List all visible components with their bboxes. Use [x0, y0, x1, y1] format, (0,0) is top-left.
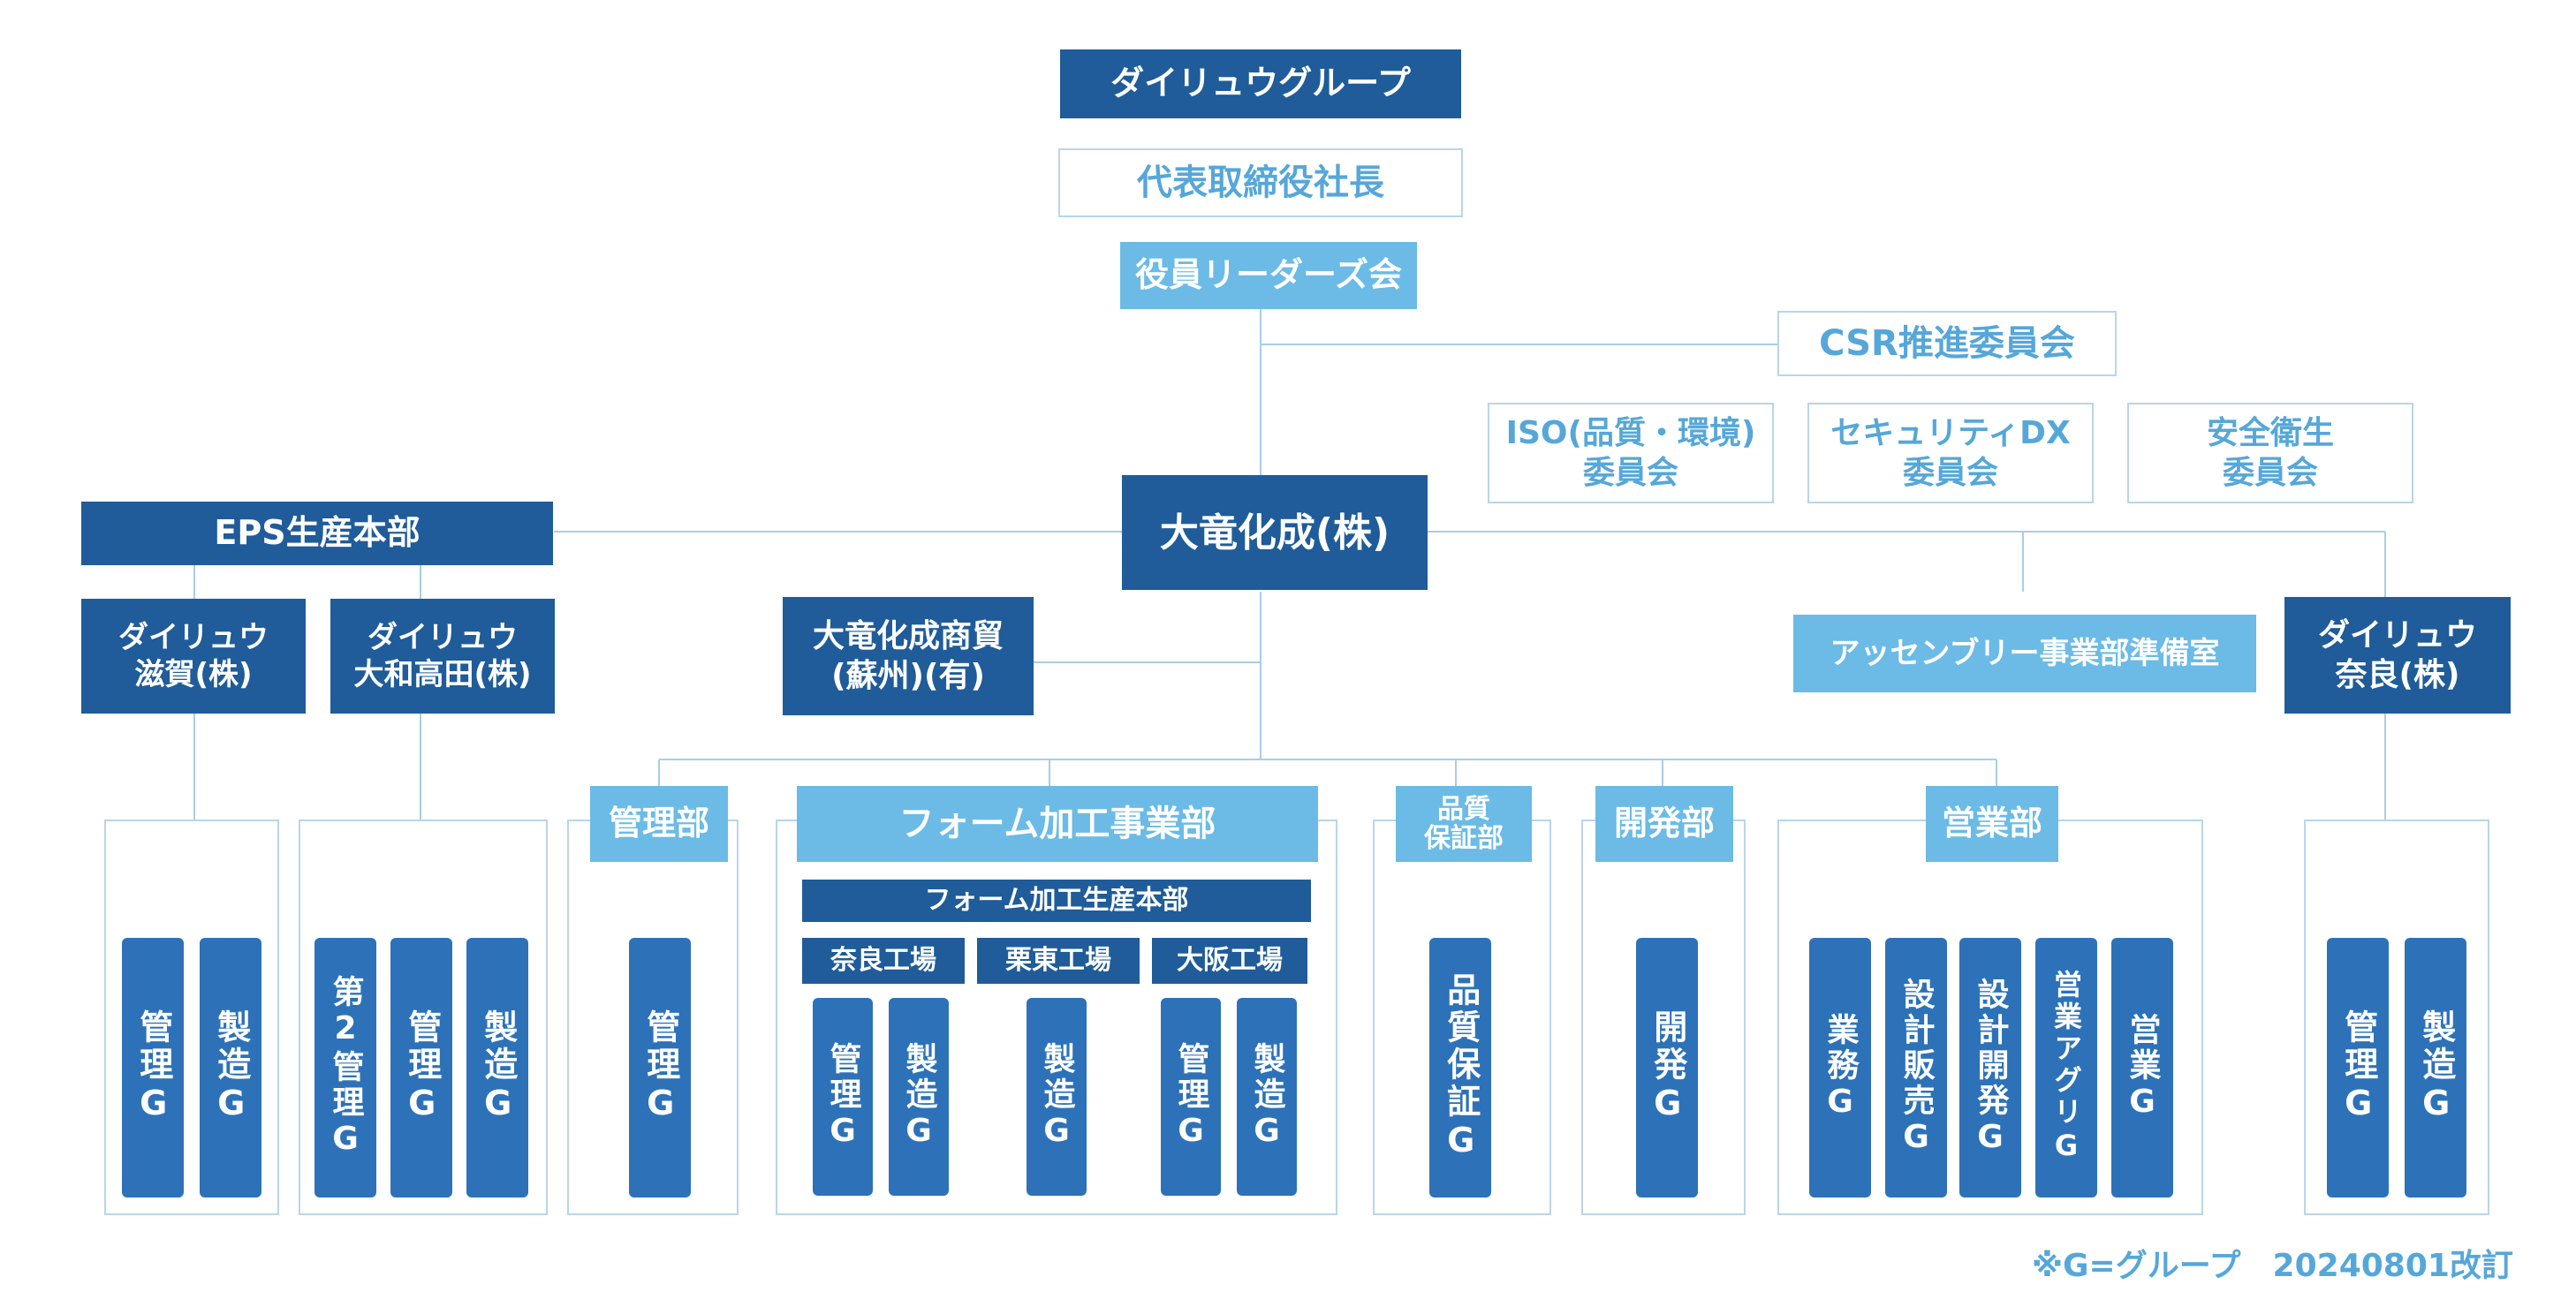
osaka-factory-seizo-group: 製造G [1237, 998, 1297, 1196]
yamatotakada-company-box: ダイリュウ 大和高田(株) [330, 599, 555, 714]
shiga-company-box: ダイリュウ 滋賀(株) [81, 599, 306, 714]
kaihatsu-dept-box: 開発部 [1595, 786, 1733, 862]
osaka-factory-kanri-group: 管理G [1161, 998, 1221, 1196]
nara-factory-kanri-group: 管理G [813, 998, 873, 1196]
nara-factory-box: 奈良工場 [802, 938, 965, 984]
shiga-kanri-group: 管理G [122, 938, 184, 1197]
suzhou-company-box: 大竜化成商貿 (蘇州)(有) [783, 597, 1034, 715]
shiga-seizo-group: 製造G [200, 938, 261, 1197]
osaka-factory-box: 大阪工場 [1152, 938, 1307, 984]
nara-company-kanri-group: 管理G [2327, 938, 2389, 1197]
safety-committee-box: 安全衛生 委員会 [2127, 403, 2413, 503]
president-box: 代表取締役社長 [1058, 148, 1463, 217]
eigyo-gyomu-group: 業務G [1809, 938, 1871, 1197]
footnote: ※G=グループ 20240801改訂 [2032, 1248, 2513, 1284]
iso-committee-box: ISO(品質・環境) 委員会 [1488, 403, 1774, 503]
nara-factory-seizo-group: 製造G [889, 998, 949, 1196]
quality-assurance-group: 品質保証G [1429, 938, 1491, 1197]
yamatotakada-dai2kanri-group: 第2管理G [314, 938, 376, 1197]
foam-production-hq-box: フォーム加工生産本部 [802, 880, 1311, 922]
eigyo-group: 営業G [2111, 938, 2173, 1197]
eigyo-dept-box: 営業部 [1926, 786, 2058, 862]
kanri-dept-box: 管理部 [590, 786, 728, 862]
ritto-factory-box: 栗東工場 [977, 938, 1140, 984]
nara-company-box: ダイリュウ 奈良(株) [2284, 597, 2511, 714]
yamatotakada-seizo-group: 製造G [466, 938, 528, 1197]
leaders-meeting-box: 役員リーダーズ会 [1120, 242, 1417, 309]
ritto-factory-seizo-group: 製造G [1027, 998, 1087, 1196]
eigyo-agri-group: 営業アグリG [2035, 938, 2097, 1197]
main-company-box: 大竜化成(株) [1122, 475, 1428, 590]
kanri-dept-kanri-group: 管理G [629, 938, 691, 1197]
csr-committee-box: CSR推進委員会 [1777, 311, 2117, 376]
security-dx-committee-box: セキュリティDX 委員会 [1807, 403, 2094, 503]
eigyo-sekkei-kaihatsu-group: 設計開発G [1959, 938, 2021, 1197]
foam-dept-box: フォーム加工事業部 [797, 786, 1318, 862]
assembly-prep-office-box: アッセンブリー事業部準備室 [1793, 615, 2256, 692]
kaihatsu-group: 開発G [1636, 938, 1698, 1197]
quality-dept-box: 品質 保証部 [1396, 786, 1532, 862]
yamatotakada-kanri-group: 管理G [390, 938, 452, 1197]
nara-company-seizo-group: 製造G [2405, 938, 2466, 1197]
eps-division-box: EPS生産本部 [81, 502, 553, 565]
group-box: ダイリュウグループ [1060, 49, 1461, 118]
eigyo-sekkei-hanbai-group: 設計販売G [1885, 938, 1947, 1197]
